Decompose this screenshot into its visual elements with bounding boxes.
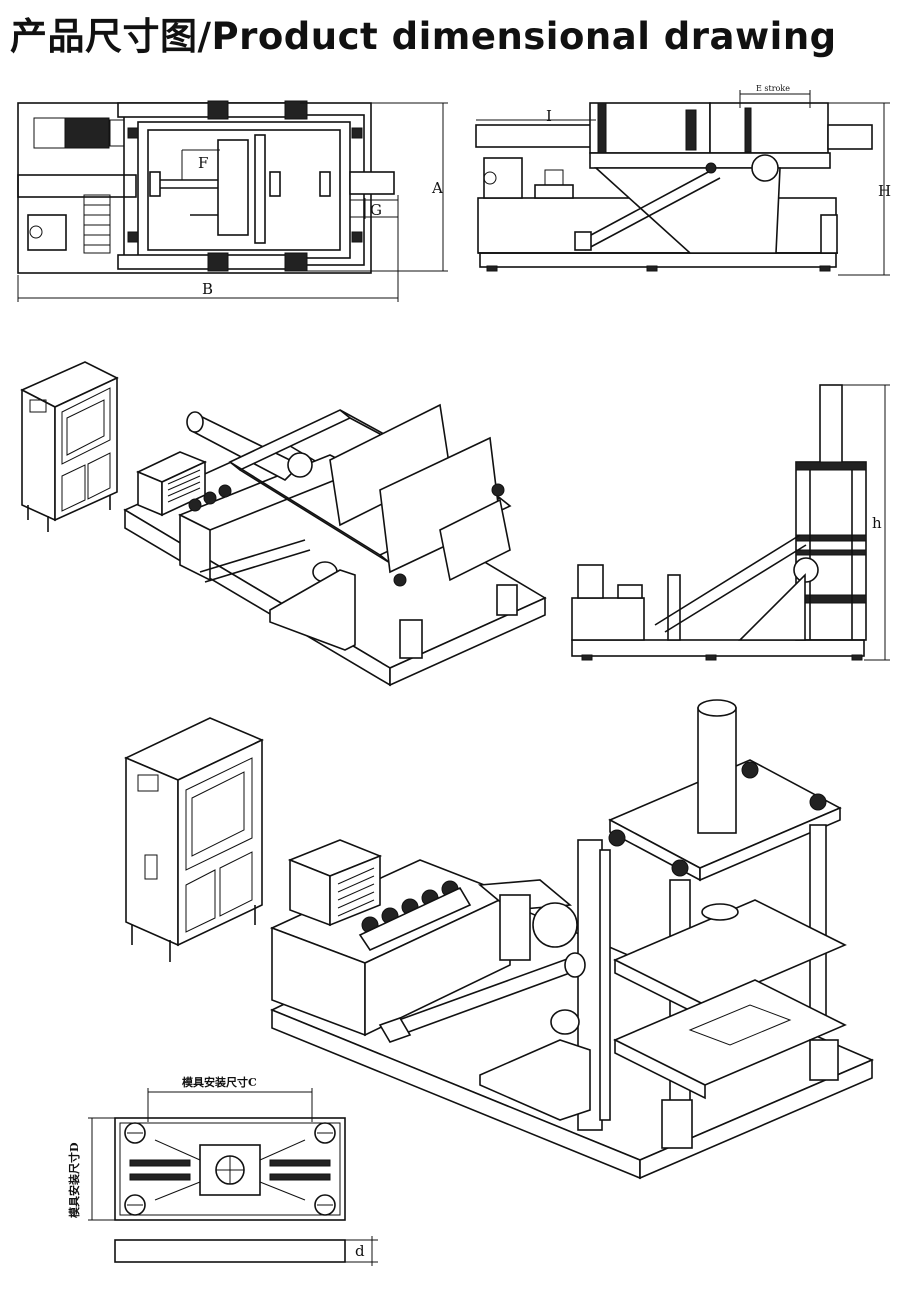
- dim-label-d: 模具安装尺寸D: [67, 1142, 81, 1218]
- top-view-drawing: [17, 100, 448, 302]
- dim-label-f: F: [198, 154, 208, 172]
- dim-label-e-stroke: E stroke: [756, 84, 790, 93]
- page-title: 产品尺寸图/Product dimensional drawing: [10, 15, 837, 58]
- dim-label-c: 模具安装尺寸C: [182, 1075, 257, 1089]
- dim-label-d-small: d: [355, 1242, 365, 1260]
- dim-label-g: G: [370, 201, 382, 219]
- isometric-view-horizontal: [20, 361, 547, 687]
- dim-label-h-lower: h: [872, 514, 882, 532]
- dim-label-i: I: [546, 107, 552, 125]
- side-view-drawing: [475, 90, 890, 276]
- dim-label-h: H: [878, 182, 891, 200]
- isometric-view-vertical: [124, 699, 875, 1180]
- front-view-drawing: [571, 384, 890, 661]
- dim-label-a: A: [431, 179, 443, 197]
- platen-detail-drawing: [88, 1088, 378, 1266]
- dim-label-b: B: [202, 280, 213, 298]
